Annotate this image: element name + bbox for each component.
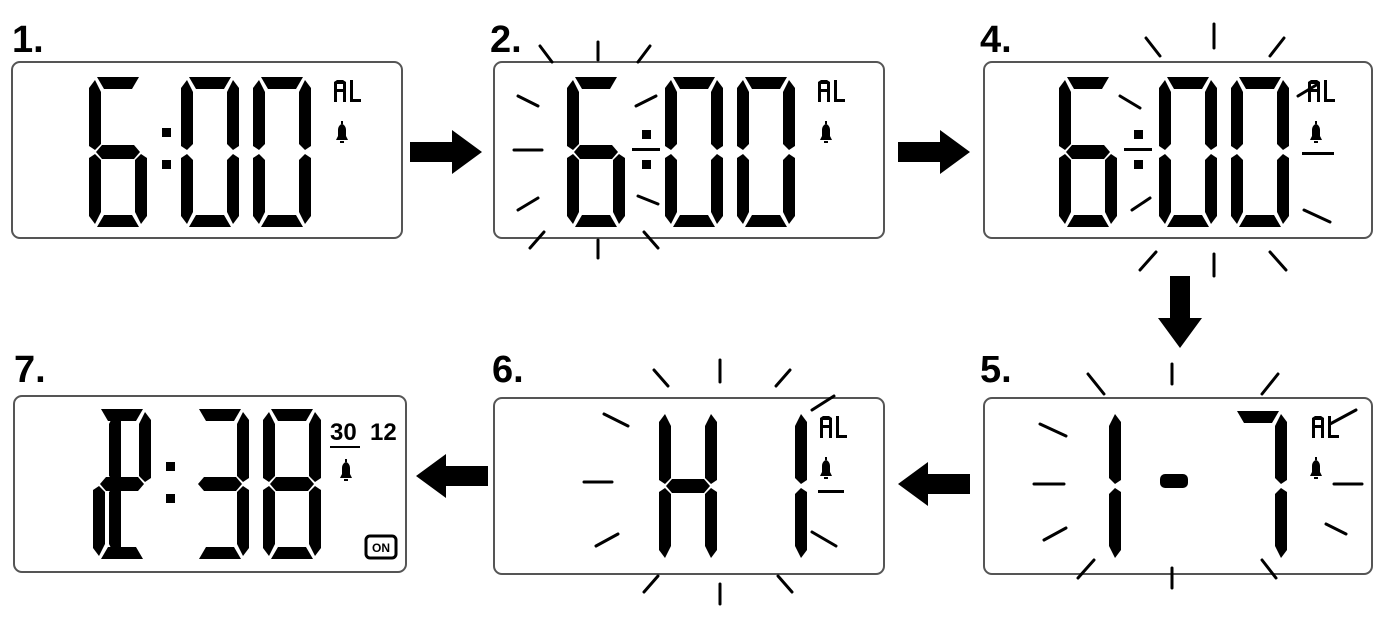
date-indicator: 30 12 (330, 419, 397, 448)
flash-rays (1032, 362, 1364, 590)
arrow-left-icon (898, 462, 970, 506)
date-month: 12 (370, 419, 397, 446)
arrow-right-icon (410, 130, 482, 174)
arrow-down-icon (1158, 276, 1202, 348)
lcd-panel-step-7: 30 12 ON (13, 395, 407, 573)
time-display (567, 77, 795, 227)
on-badge: ON (364, 534, 398, 560)
lcd-panel-step-6 (493, 358, 885, 606)
flash-rays (582, 358, 838, 606)
on-badge-label: ON (372, 541, 390, 555)
step-number-4: 4. (980, 19, 1012, 61)
step-number-5: 5. (980, 349, 1012, 391)
arrow-left-icon (416, 454, 488, 498)
flash-rays (512, 40, 660, 260)
step-number-2: 2. (490, 19, 522, 61)
date-day: 30 (330, 419, 357, 446)
time-display (1059, 77, 1289, 227)
step-number-1: 1. (12, 19, 44, 61)
day-range-display (1109, 411, 1287, 558)
time-display (89, 77, 311, 227)
arrow-right-icon (898, 130, 970, 174)
lcd-panel-step-2 (493, 40, 885, 260)
lcd-panel-step-5 (983, 362, 1373, 590)
flash-rays (1118, 22, 1332, 278)
step-number-6: 6. (492, 349, 524, 391)
time-display (93, 409, 321, 559)
lcd-panel-step-1 (11, 61, 403, 239)
lcd-panel-step-4 (983, 22, 1373, 278)
step-number-7: 7. (14, 349, 46, 391)
